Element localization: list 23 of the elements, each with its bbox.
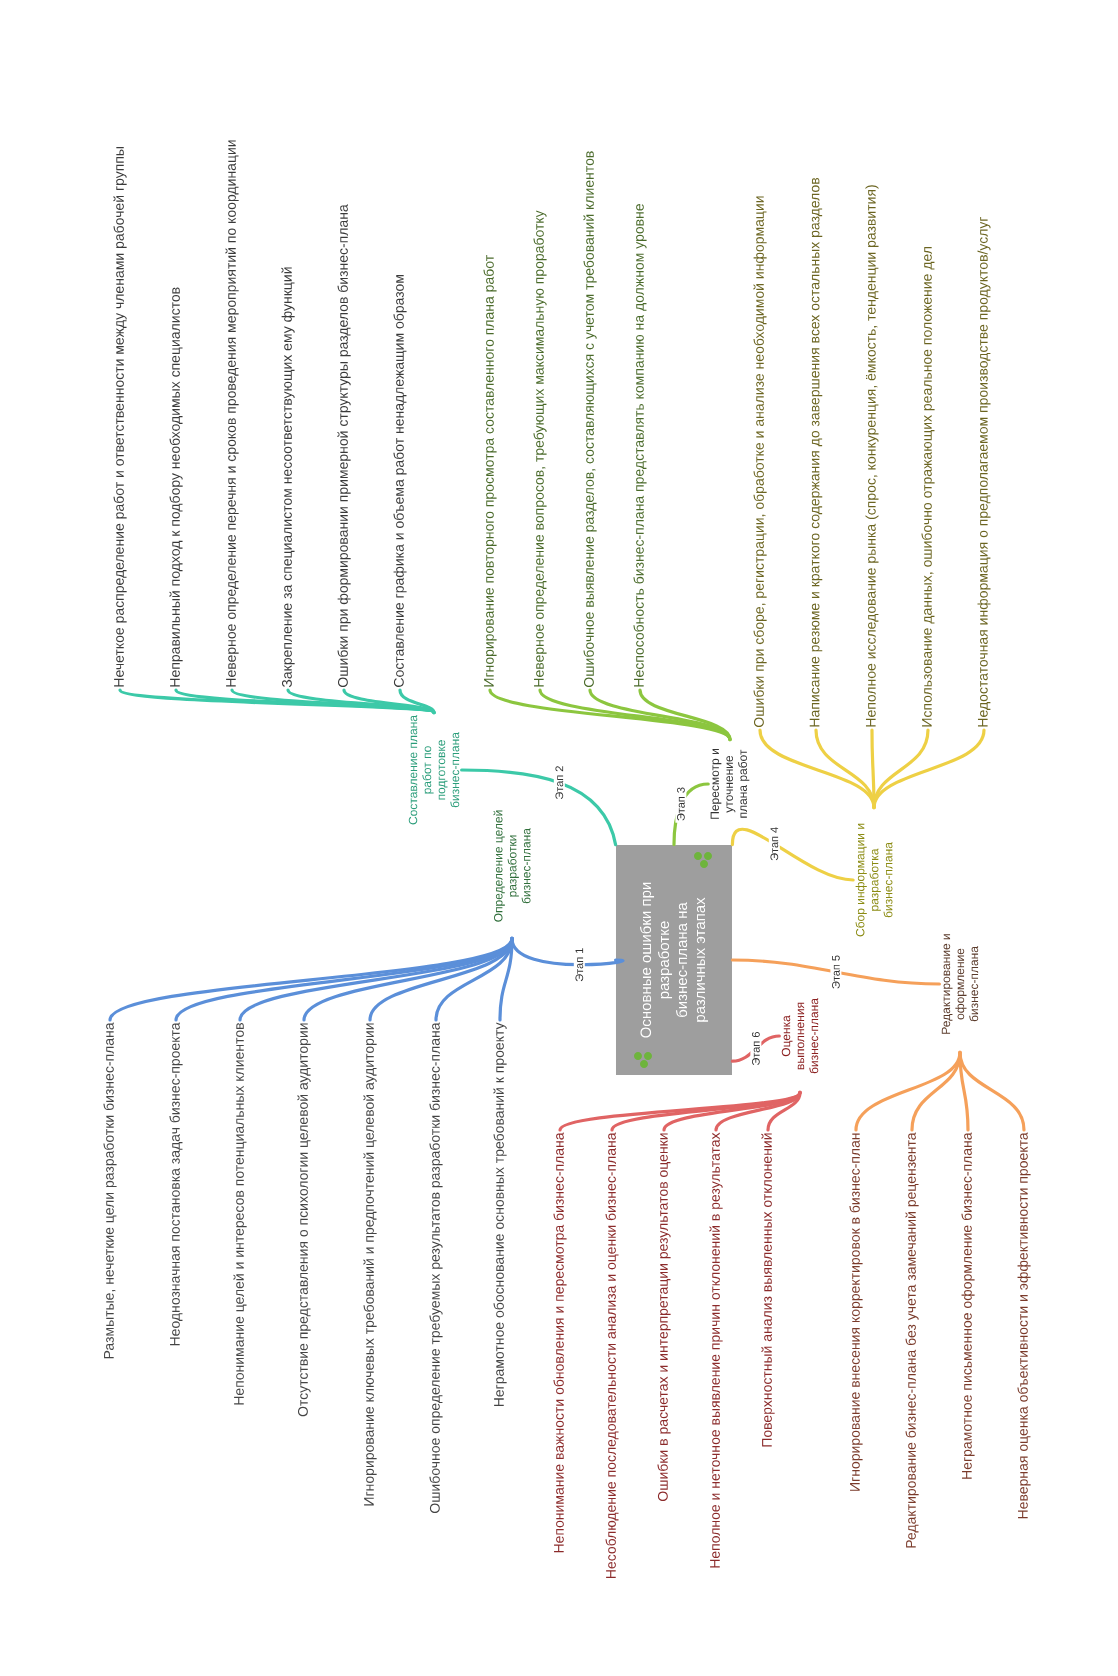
connector	[108, 936, 514, 1022]
connector	[610, 1090, 802, 1132]
connector	[872, 728, 986, 810]
connector	[662, 1090, 802, 1132]
connector	[538, 688, 732, 742]
connector	[488, 688, 732, 742]
connector	[498, 936, 514, 1022]
connector	[398, 688, 436, 715]
connector	[958, 1050, 970, 1132]
connector	[730, 827, 855, 882]
connector	[638, 688, 732, 742]
connector	[958, 1050, 1026, 1132]
connector	[714, 1090, 802, 1132]
connector	[460, 768, 618, 847]
connector	[286, 688, 436, 715]
connector	[730, 1034, 781, 1063]
connector	[558, 1090, 802, 1132]
connector	[342, 688, 436, 715]
connector	[730, 958, 941, 986]
connector	[870, 728, 876, 810]
connector	[302, 936, 514, 1022]
connector	[766, 1090, 802, 1132]
connector	[588, 688, 732, 742]
